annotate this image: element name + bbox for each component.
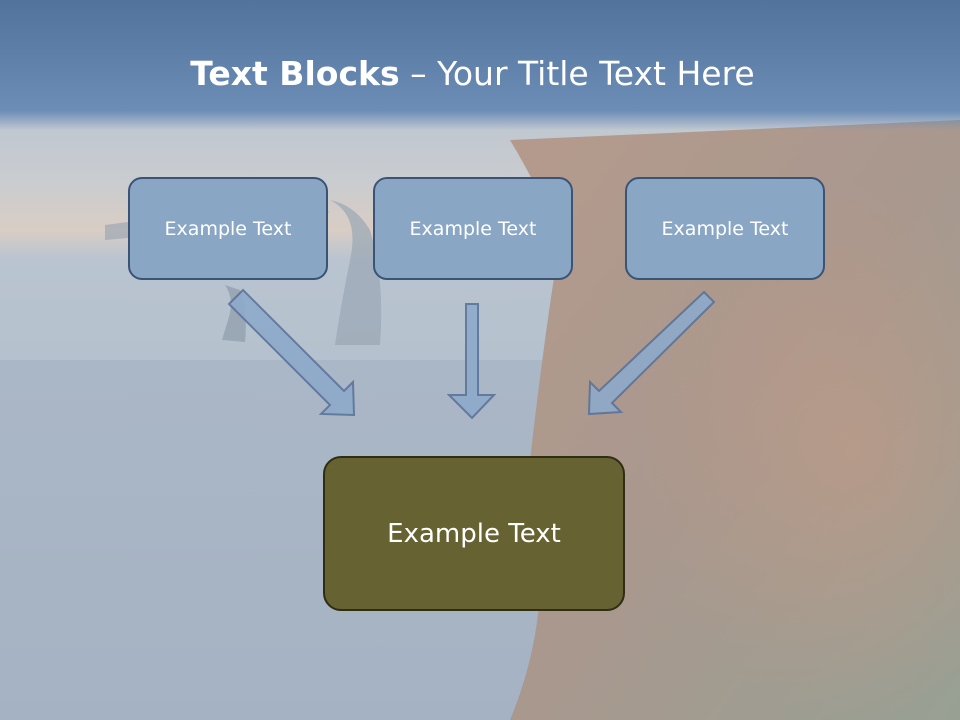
- text-block-1: Example Text: [128, 177, 328, 280]
- title-rest: Your Title Text Here: [437, 54, 755, 93]
- title-dash: –: [399, 54, 438, 93]
- text-block-2: Example Text: [373, 177, 573, 280]
- target-block-label: Example Text: [387, 518, 561, 549]
- slide-title: Text Blocks – Your Title Text Here: [0, 54, 945, 93]
- text-block-1-label: Example Text: [164, 217, 292, 240]
- arrow-center: [446, 303, 497, 420]
- arrow-left: [227, 288, 356, 417]
- target-block: Example Text: [323, 456, 625, 611]
- title-banner: [0, 0, 960, 130]
- text-block-3: Example Text: [625, 177, 825, 280]
- title-bold-part: Text Blocks: [190, 54, 400, 93]
- text-block-2-label: Example Text: [409, 217, 537, 240]
- arrow-right: [587, 290, 716, 416]
- text-block-3-label: Example Text: [661, 217, 789, 240]
